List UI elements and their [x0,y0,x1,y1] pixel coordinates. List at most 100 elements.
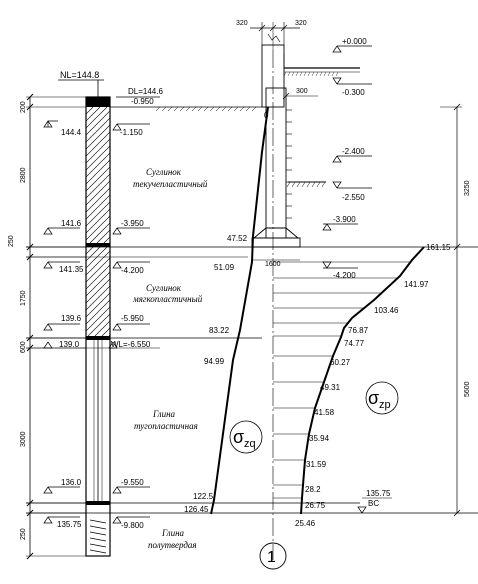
hatch-line [86,110,110,136]
bc-mark: 135.75 BC [357,489,392,514]
szp-label-12: 25.46 [295,519,316,528]
ground-hatch-stroke [239,106,245,112]
top-dimensions: 320 320 [236,20,307,50]
rel-mark-4-200: -4.200 [112,261,150,275]
slab-hatch-stroke [286,181,291,188]
level-zero: +0.000 [332,37,372,53]
szp-labels: 161.15 141.97 103.46 76.87 74.77 60.27 4… [295,243,451,528]
svg-text:144.4: 144.4 [61,128,82,137]
nl-label: NL=144.8 [60,70,99,80]
szp-label-8: 35.94 [309,434,330,443]
hatch-line [86,292,110,318]
sigma-zp-symbol: σ zp [365,381,399,415]
left-dim-600: 600 [20,341,27,353]
szp-label-11: 26.75 [305,501,326,510]
floor-hatch-stroke [287,71,291,77]
footing-haunch [253,227,299,239]
svg-text:WL=-6.550: WL=-6.550 [111,340,151,349]
rel-mark-3-950: -3.950 [112,219,150,235]
hatch-line [86,194,110,220]
floor-hatch-stroke [327,71,331,77]
hatch-line [86,246,94,255]
bottom-tick [89,531,107,536]
soil-labels: Суглинок текучепластичный Суглинок мягко… [132,167,208,550]
floor-hatch-stroke [331,71,335,77]
dl-relative-label: -0.950 [131,97,154,106]
svg-text:136.0: 136.0 [61,478,82,487]
szg-label-1: 47.52 [227,234,248,243]
ground-hatch [155,106,257,112]
soil-4-name: Глина [161,528,185,538]
abs-mark-139-6: 139.6 [43,314,82,331]
left-dimension-chain: 200 2800 250 1750 600 3000 250 [8,93,86,560]
svg-text:-3.900: -3.900 [333,215,356,224]
hatch-line [86,271,110,297]
ground-hatch-stroke [227,106,233,112]
bc-label: BC [368,499,379,508]
rel-mark-5-950: -5.950 [112,314,150,331]
ground-hatch-stroke [161,106,167,112]
svg-text:-5.950: -5.950 [121,314,144,323]
svg-text:zq: zq [244,438,256,450]
hatch-line [86,257,110,283]
szp-label-0: 161.15 [426,243,451,252]
hatch-line [86,145,110,171]
soil-3-state: тугопластичная [134,421,198,431]
borehole-bottom-ticks [89,519,107,554]
dim-5600: 5600 [464,381,471,397]
absolute-marks: 144.4 141.6 141.35 139.6 139.0 136.0 [43,120,84,529]
ground-hatch-stroke [155,106,161,112]
hatch-line [86,107,108,129]
floor-hatch-stroke [319,71,323,77]
basement-floor-hatch [286,181,326,188]
hatch-line [86,124,110,150]
hatch-line [86,107,94,115]
hatch-line [86,173,110,199]
abs-mark-144-4: 144.4 [43,120,82,137]
borehole-top-cap [86,97,110,107]
rel-mark-9-800: -9.800 [112,516,150,530]
svg-text:-9.550: -9.550 [121,478,144,487]
hatch-line [86,264,110,290]
dim-320-right: 320 [295,20,307,27]
svg-text:σ: σ [368,388,379,408]
ground-hatch-stroke [179,106,185,112]
szp-label-2: 103.46 [374,306,399,315]
abs-mark-139-0: 139.0 [43,340,80,349]
soil-2-state: мягкопластичный [132,294,203,304]
svg-text:139.6: 139.6 [61,314,82,323]
left-dim-ticks [26,93,86,560]
svg-text:+0.000: +0.000 [342,37,367,46]
hatch-line [86,117,110,143]
szg-label-6: 126.45 [184,505,209,514]
hatch-line [86,306,110,332]
svg-text:-4.200: -4.200 [121,266,144,275]
borehole-band-1 [86,243,110,247]
dim-320-left: 320 [236,20,248,27]
szp-label-1: 141.97 [404,280,429,289]
hatch-line [108,334,110,336]
szg-labels: 0 47.52 51.09 83.22 94.99 122.5 126.45 [184,111,269,514]
szp-label-10: 28.2 [305,485,321,494]
svg-text:141.35: 141.35 [59,265,84,274]
dim-300: 300 [296,88,308,95]
hatch-line [86,159,110,185]
hatch-line [86,152,110,178]
szg-label-5: 122.5 [193,492,214,501]
ground-hatch-stroke [233,106,239,112]
slab-hatch-stroke [296,181,301,188]
szp-curve [300,246,425,515]
ground-hatch-stroke [209,106,215,112]
szg-label-2: 51.09 [214,263,235,272]
hatch-line [86,187,110,213]
left-dim-200: 200 [20,101,27,113]
slab-hatch-stroke [321,181,326,188]
level-4-200-right: -4.200 [322,261,358,280]
hatch-line [96,229,110,244]
slab-hatch-stroke [316,181,321,188]
ground-hatch-stroke [173,106,179,112]
floor-hatch-stroke [315,71,319,77]
floor-hatch-stroke [335,71,339,77]
hatch-line [86,246,101,262]
